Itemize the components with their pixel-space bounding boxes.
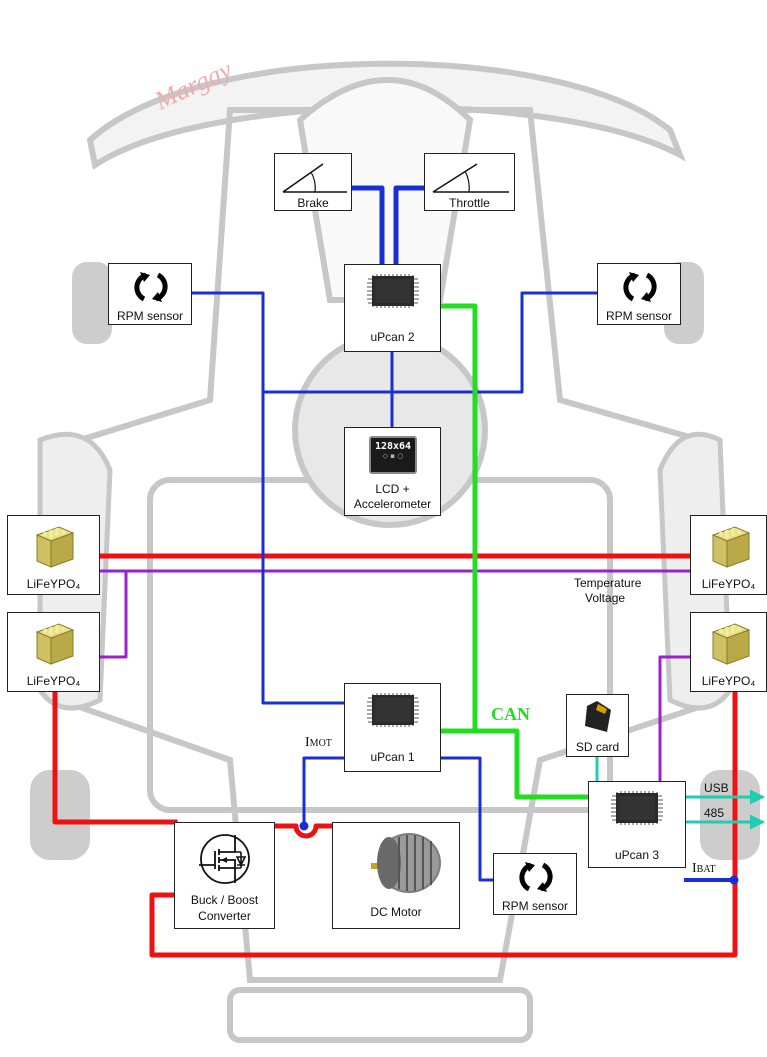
imot-label: IMOT [305, 735, 332, 751]
sense-right-vertical [660, 657, 690, 782]
ibat-junction [730, 876, 739, 885]
sdcard-block: SD card [566, 694, 629, 757]
rpm-sensor-bottom: RPM sensor [493, 853, 577, 915]
battery-bottom-left-label: LiFeYPO₄ [8, 674, 99, 688]
voltage-label: Voltage [585, 591, 625, 605]
ibat-label: IBAT [692, 861, 716, 877]
imot-junction [300, 822, 309, 831]
rs485-label: 485 [704, 806, 724, 820]
microcontroller-icon [609, 788, 665, 828]
sense-left-vertical [100, 571, 126, 657]
rotation-icon [620, 269, 660, 305]
rpm-bottom-label: RPM sensor [494, 899, 576, 913]
signal-brake [352, 188, 382, 264]
battery-top-left: LiFeYPO₄ [7, 515, 100, 595]
upcan1-label: uPcan 1 [345, 750, 440, 764]
usb-label: USB [704, 781, 729, 795]
rpm-sensor-left: RPM sensor [108, 263, 192, 325]
battery-pack-icon [705, 521, 755, 571]
battery-top-right: LiFeYPO₄ [690, 515, 767, 595]
lcd-screen-text: 128x64 [371, 441, 415, 452]
signal-rpm-left [192, 293, 344, 703]
signal-throttle [396, 188, 424, 264]
mosfet-icon [195, 829, 255, 889]
sdcard-label: SD card [567, 740, 628, 754]
dc-motor-block: DC Motor [332, 822, 460, 929]
lcd-display-icon: 128x64 ◇ ▪ ○ [369, 436, 417, 474]
angle-icon [277, 156, 351, 198]
throttle-label: Throttle [425, 196, 514, 210]
rotation-icon [131, 269, 171, 305]
rpm-left-label: RPM sensor [109, 309, 191, 323]
battery-pack-icon [29, 618, 79, 668]
battery-pack-icon [29, 521, 79, 571]
battery-bottom-left: LiFeYPO₄ [7, 612, 100, 692]
converter-label-line2: Converter [175, 909, 274, 923]
battery-top-left-label: LiFeYPO₄ [8, 577, 99, 591]
microcontroller-icon [365, 690, 421, 730]
can-label: CAN [491, 704, 530, 725]
dc-motor-label: DC Motor [333, 905, 459, 919]
battery-bottom-right: LiFeYPO₄ [690, 612, 767, 692]
power-left-to-converter [55, 692, 175, 822]
signal-imot [304, 758, 344, 826]
temperature-label: Temperature [574, 576, 641, 590]
ibat-label-sub: BAT [697, 864, 716, 875]
lcd-label-line2: Accelerometer [345, 497, 440, 511]
sdcard-icon [583, 700, 613, 734]
converter-label-line1: Buck / Boost [175, 893, 274, 907]
upcan3-label: uPcan 3 [589, 848, 685, 862]
angle-icon [427, 156, 513, 198]
brake-label: Brake [275, 196, 351, 210]
throttle-block: Throttle [424, 153, 515, 211]
microcontroller-icon [365, 271, 421, 311]
upcan3-block: uPcan 3 [588, 781, 686, 868]
converter-block: Buck / Boost Converter [174, 822, 275, 929]
battery-bottom-right-label: LiFeYPO₄ [691, 674, 766, 688]
motor-icon [349, 827, 445, 897]
rotation-icon [516, 859, 556, 895]
upcan2-block: uPcan 2 [344, 264, 441, 352]
upcan1-block: uPcan 1 [344, 683, 441, 772]
rpm-right-label: RPM sensor [598, 309, 680, 323]
imot-label-sub: MOT [310, 738, 332, 749]
lcd-accelerometer-block: 128x64 ◇ ▪ ○ LCD + Accelerometer [344, 427, 441, 516]
brake-block: Brake [274, 153, 352, 211]
battery-top-right-label: LiFeYPO₄ [691, 577, 766, 591]
lcd-label-line1: LCD + [345, 482, 440, 496]
battery-pack-icon [705, 618, 755, 668]
rpm-sensor-right: RPM sensor [597, 263, 681, 325]
upcan2-label: uPcan 2 [345, 330, 440, 344]
